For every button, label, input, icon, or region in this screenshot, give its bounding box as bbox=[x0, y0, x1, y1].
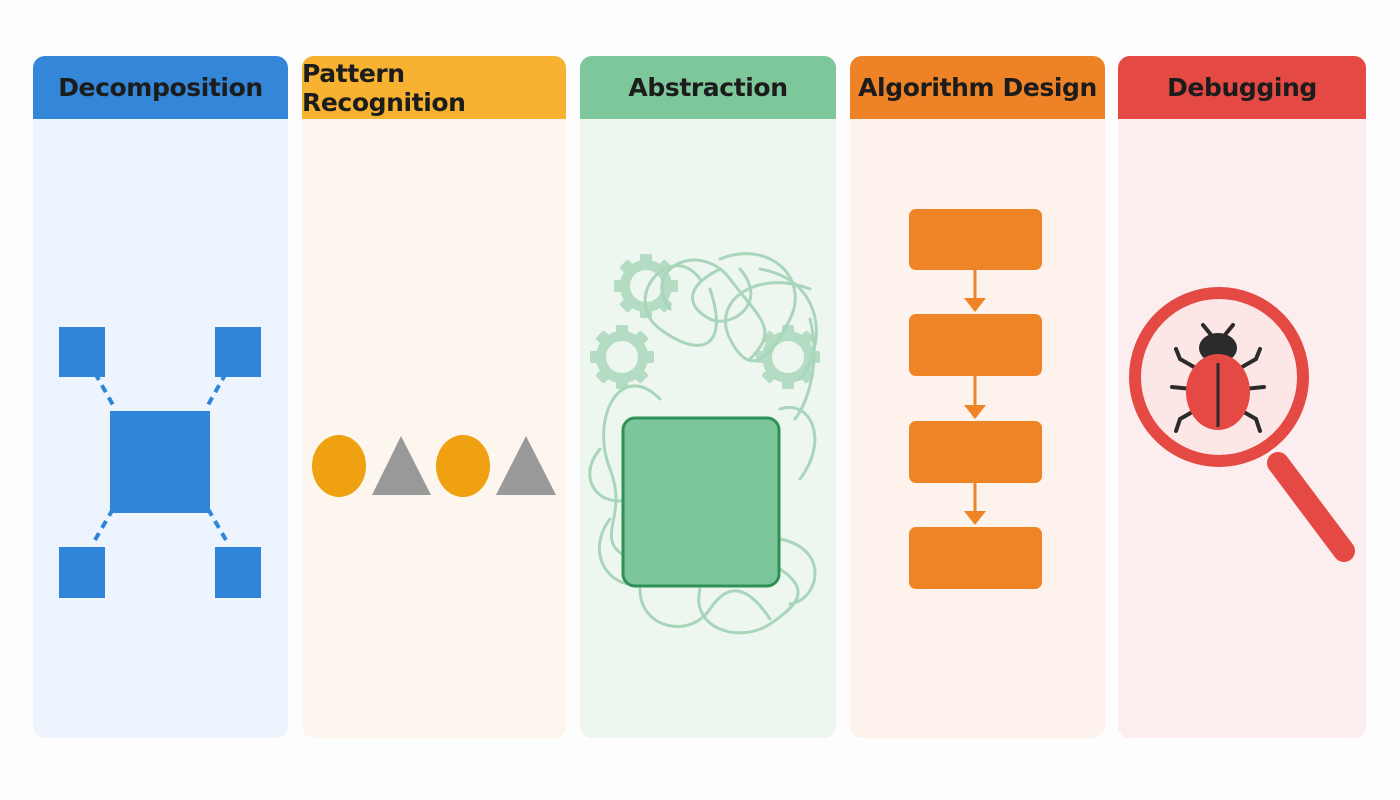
debugging-panel: Debugging bbox=[1118, 56, 1366, 738]
abstract-square bbox=[621, 416, 781, 588]
debugging-header: Debugging bbox=[1118, 56, 1366, 119]
central-square bbox=[110, 411, 210, 513]
bug-icon bbox=[1170, 323, 1266, 433]
debugging-body bbox=[1118, 119, 1366, 738]
pattern-recognition-panel: Pattern Recognition bbox=[302, 56, 566, 738]
abstraction-header: Abstraction bbox=[580, 56, 836, 119]
abstraction-body bbox=[580, 119, 836, 738]
gear-icon bbox=[590, 325, 654, 389]
algorithm-design-panel: Algorithm Design bbox=[850, 56, 1105, 738]
small-square-bottom-right bbox=[215, 547, 261, 598]
pattern-recognition-header: Pattern Recognition bbox=[302, 56, 566, 119]
abstraction-panel: Abstraction bbox=[580, 56, 836, 738]
abstraction-illustration bbox=[580, 119, 836, 635]
algorithm-design-body bbox=[850, 119, 1105, 738]
abstraction-title: Abstraction bbox=[628, 73, 788, 102]
pattern-recognition-title: Pattern Recognition bbox=[302, 58, 466, 117]
flowchart-step-4 bbox=[909, 527, 1042, 589]
circle-shape bbox=[436, 435, 490, 497]
decomposition-header: Decomposition bbox=[33, 56, 288, 119]
flowchart bbox=[909, 209, 1042, 589]
circle-shape bbox=[312, 435, 366, 497]
algorithm-design-title: Algorithm Design bbox=[858, 73, 1097, 102]
magnifying-glass-icon bbox=[1129, 287, 1355, 562]
decomposition-panel: Decomposition bbox=[33, 56, 288, 738]
small-square-top-left bbox=[59, 327, 105, 377]
triangle-shape bbox=[372, 436, 431, 495]
pattern-recognition-body bbox=[302, 119, 566, 738]
flowchart-step-2 bbox=[909, 314, 1042, 376]
pattern-sequence bbox=[312, 435, 556, 497]
flowchart-step-3 bbox=[909, 421, 1042, 483]
decomposition-title: Decomposition bbox=[58, 73, 263, 102]
decomposition-diagram bbox=[59, 327, 261, 598]
small-square-bottom-left bbox=[59, 547, 105, 598]
decomposition-body bbox=[33, 119, 288, 738]
magnifier-handle bbox=[1267, 452, 1355, 562]
flowchart-step-1 bbox=[909, 209, 1042, 270]
debugging-title: Debugging bbox=[1167, 73, 1317, 102]
algorithm-design-header: Algorithm Design bbox=[850, 56, 1105, 119]
triangle-shape bbox=[496, 436, 556, 495]
small-square-top-right bbox=[215, 327, 261, 377]
